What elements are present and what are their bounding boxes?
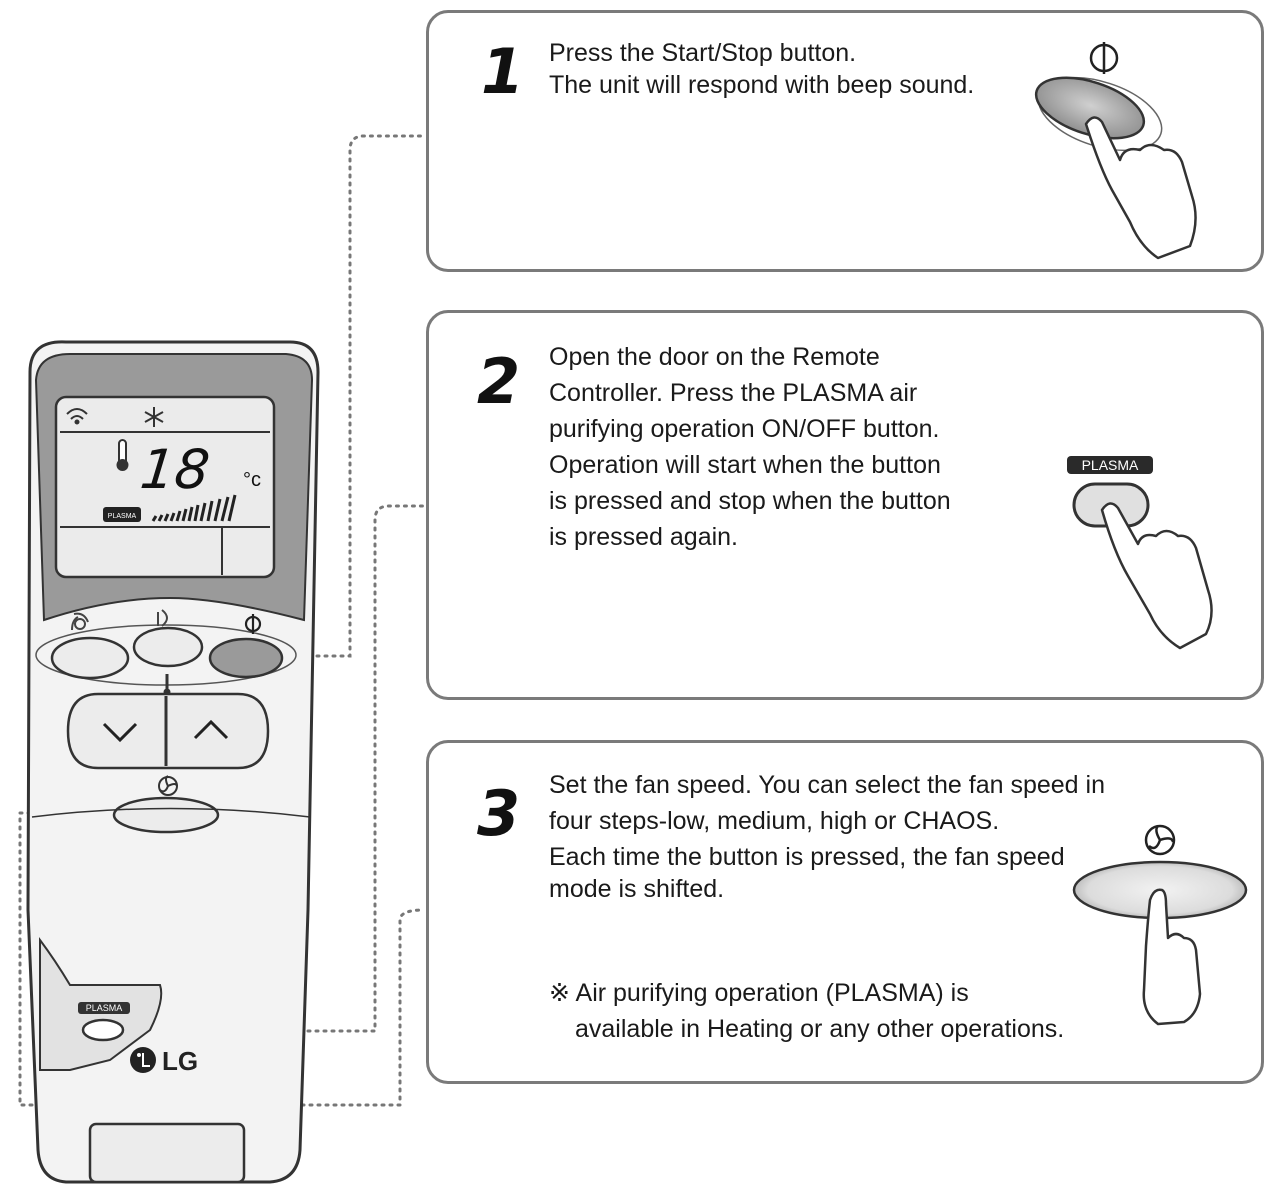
lcd-temperature: 18: [137, 438, 212, 501]
step-1-line: Press the Start/Stop button.: [549, 39, 857, 67]
plasma-note-line: ※ Air purifying operation (PLASMA) is: [549, 979, 969, 1007]
step-1-text: Press the Start/Stop button. The unit wi…: [549, 35, 974, 103]
plasma-note-line: available in Heating or any other operat…: [575, 1015, 1065, 1043]
step-2-illustration: PLASMA: [1067, 456, 1213, 650]
step-3-line: Each time the button is pressed, the fan…: [549, 843, 1065, 871]
lg-logo: [130, 1047, 156, 1073]
plasma-badge-label: PLASMA: [1082, 457, 1139, 473]
lg-brand-text: LG: [162, 1046, 198, 1076]
step-1-line: The unit will respond with beep sound.: [549, 71, 975, 99]
step-1-panel: 1 Press the Start/Stop button. The unit …: [426, 10, 1264, 272]
plasma-note: ※ Air purifying operation (PLASMA) is av…: [549, 975, 1064, 1047]
temp-down-button[interactable]: [102, 722, 138, 743]
step-1-number: 1: [481, 35, 525, 108]
step-3-line: Set the fan speed. You can select the fa…: [549, 771, 1105, 799]
lcd-plasma-badge: [103, 507, 141, 522]
start-stop-button[interactable]: [208, 637, 284, 679]
wifi-signal-icon: [66, 408, 88, 425]
swing-icon: [157, 609, 168, 627]
step-1-illustration: [1034, 42, 1197, 260]
mode-button[interactable]: [50, 636, 130, 680]
pointing-hand-icon: [1142, 888, 1202, 1026]
connector-start-stop: [243, 134, 426, 658]
mode-icon: [71, 612, 89, 631]
connector-plasma: [106, 504, 426, 1033]
remote-door-line: [31, 807, 311, 818]
battery-cover: [88, 1122, 246, 1184]
lcd-screen: [54, 395, 276, 579]
step-2-line: Operation will start when the button: [549, 451, 941, 479]
pointing-hand-icon: [1084, 116, 1197, 260]
remote-plasma-badge: [78, 1002, 130, 1014]
lcd-plasma-label: PLASMA: [108, 513, 137, 520]
step-2-panel: 2 Open the door on the Remote Controller…: [426, 310, 1264, 700]
fan-speed-icon: [1144, 824, 1176, 856]
lcd-unit: °c: [243, 469, 261, 491]
power-icon: [244, 614, 262, 634]
fan-speed-icon: [158, 775, 178, 796]
snowflake-icon: [144, 407, 164, 427]
connector-fan: [18, 811, 426, 1107]
fan-level-bars: [151, 494, 237, 522]
step-2-number: 2: [477, 345, 521, 418]
step-2-line: is pressed and stop when the button: [549, 487, 951, 515]
remote-plasma-button[interactable]: [81, 1018, 125, 1042]
step-3-text: Set the fan speed. You can select the fa…: [549, 767, 1105, 907]
start-stop-button-illustration: [1034, 76, 1146, 140]
step-2-line: purifying operation ON/OFF button.: [549, 415, 940, 443]
step-3-number: 3: [477, 777, 521, 850]
remote-plasma-label: PLASMA: [86, 1003, 123, 1013]
plasma-badge: [1067, 456, 1153, 474]
temp-up-button[interactable]: [193, 719, 229, 740]
step-3-line: four steps-low, medium, high or CHAOS.: [549, 807, 1000, 835]
step-2-line: Open the door on the Remote: [549, 343, 880, 371]
connector-lines: [18, 134, 426, 1107]
power-icon: [1089, 42, 1119, 74]
pointing-hand-icon: [1100, 502, 1213, 650]
swing-button[interactable]: [132, 626, 204, 668]
remote-control: 18 °c PLASMA: [26, 340, 320, 1184]
step-3-line: mode is shifted.: [549, 875, 725, 903]
fan-speed-button[interactable]: [112, 796, 220, 834]
step-3-illustration: [1072, 824, 1248, 1026]
step-2-line: Controller. Press the PLASMA air: [549, 379, 918, 407]
temp-keys-bezel: [66, 692, 270, 770]
thermometer-icon: [116, 439, 129, 471]
step-2-line: is pressed again.: [549, 523, 739, 551]
step-2-text: Open the door on the Remote Controller. …: [549, 339, 951, 555]
